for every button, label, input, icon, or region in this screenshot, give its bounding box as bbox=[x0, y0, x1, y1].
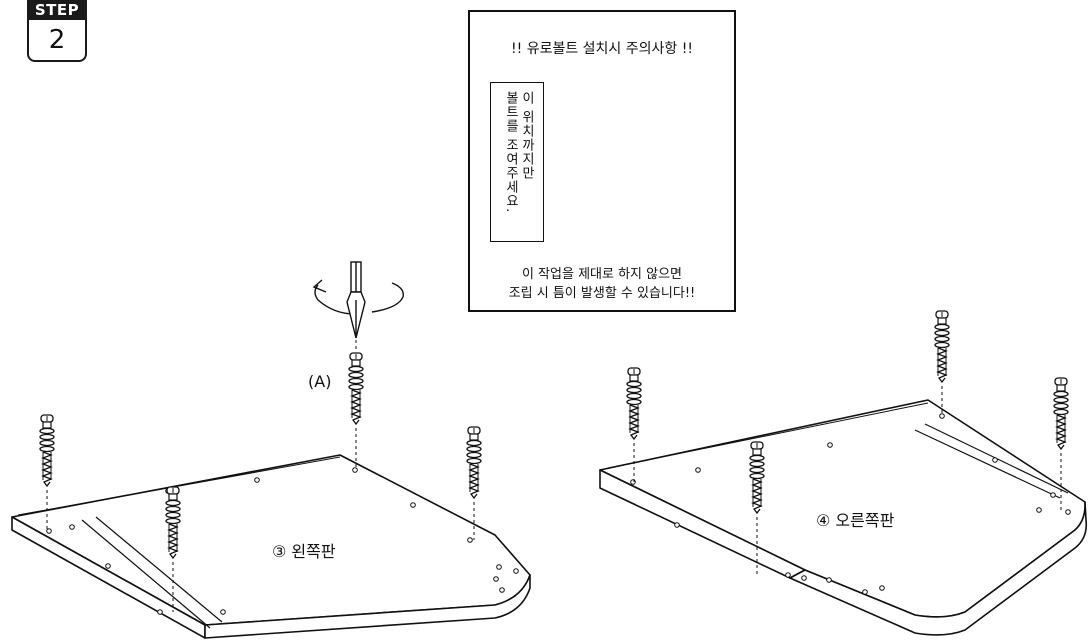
bolt-icon bbox=[1053, 377, 1069, 450]
guide-lines bbox=[46, 340, 1062, 612]
warning-box: !! 유로볼트 설치시 주의사항 !! 이 위치까지만 볼트를 조여주세요. 이… bbox=[468, 10, 736, 312]
screwdriver-icon bbox=[312, 261, 404, 339]
step-number: 2 bbox=[27, 20, 87, 62]
left-panel-board bbox=[11, 454, 531, 639]
bolt-icon bbox=[348, 352, 364, 425]
warning-footer: 이 작업을 제대로 하지 않으면 조립 시 틈이 발생할 수 있습니다!! bbox=[470, 265, 734, 303]
vertical-note-col1: 이 위치까지만 bbox=[519, 91, 534, 181]
warning-title: !! 유로볼트 설치시 주의사항 !! bbox=[511, 41, 693, 57]
bolt-icon bbox=[466, 426, 482, 499]
left-panel-holes bbox=[46, 467, 519, 615]
right-panel-board bbox=[599, 399, 1088, 636]
right-panel-holes bbox=[630, 413, 1071, 595]
bolt-icon bbox=[39, 414, 55, 487]
step-tag: STEP bbox=[27, 0, 87, 20]
bolt-icon bbox=[934, 310, 950, 383]
right-panel-label: ④ 오른쪽판 bbox=[816, 511, 895, 530]
vertical-note-box: 이 위치까지만 볼트를 조여주세요. bbox=[490, 82, 544, 242]
left-panel-label: ③ 왼쪽판 bbox=[272, 542, 336, 561]
warning-footer-line1: 이 작업을 제대로 하지 않으면 bbox=[521, 267, 683, 282]
warning-footer-line2: 조립 시 틈이 발생할 수 있습니다!! bbox=[508, 286, 696, 301]
vertical-note-col2: 볼트를 조여주세요. bbox=[503, 91, 518, 214]
bolt-a-label: (A) bbox=[308, 372, 332, 391]
step-badge: STEP 2 bbox=[27, 0, 87, 62]
bolt-icon bbox=[626, 367, 642, 440]
